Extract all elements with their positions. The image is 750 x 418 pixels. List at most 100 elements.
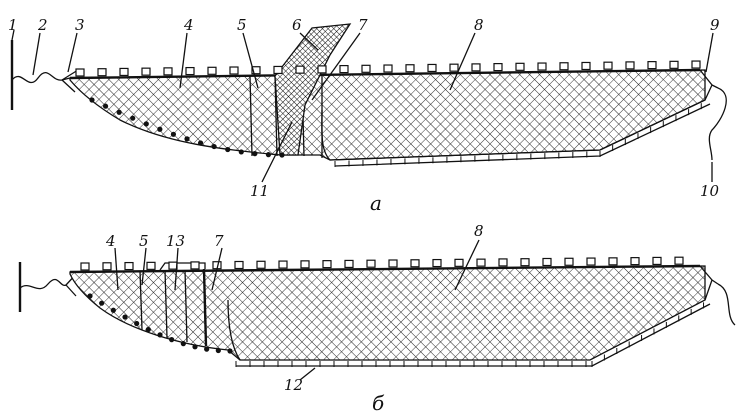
net-diagram-a: 1 2 3 4 5 6 7 8 9 11 10 а: [8, 16, 727, 215]
net-body-b: [69, 265, 706, 361]
float-marker: [234, 260, 244, 270]
float-marker: [476, 258, 486, 267]
float-marker: [97, 68, 107, 77]
float-marker: [102, 262, 112, 271]
sinker-marker: [227, 348, 233, 354]
label-13b: 13: [166, 232, 185, 250]
raised-section-b: [159, 262, 206, 271]
float-marker: [80, 262, 90, 271]
sinker-marker: [238, 149, 244, 155]
float-marker: [168, 261, 178, 270]
rope-a: [11, 72, 71, 84]
float-marker: [278, 260, 288, 269]
leader-9: [705, 32, 714, 73]
float-marker: [300, 260, 310, 269]
sinker-marker: [184, 136, 190, 142]
label-8: 8: [474, 16, 484, 34]
caption-a: а: [370, 191, 382, 215]
sinker-marker: [197, 140, 204, 146]
float-marker: [75, 68, 85, 77]
label-5: 5: [237, 16, 247, 34]
bridle-a: [61, 69, 79, 93]
float-marker: [124, 261, 134, 271]
label-5b: 5: [139, 232, 149, 250]
rope-b: [19, 278, 67, 290]
net-diagram-b: 4 5 13 7 8 12 б: [18, 222, 736, 415]
label-1: 1: [8, 16, 18, 34]
sinker-marker: [87, 293, 93, 299]
sinker-marker: [116, 109, 122, 115]
sinkers-b: [87, 293, 233, 354]
divider-5-b: [139, 270, 143, 331]
float-marker: [625, 61, 635, 70]
sinker-marker: [134, 320, 140, 327]
label-8b: 8: [474, 222, 484, 240]
float-marker: [190, 261, 200, 270]
float-marker: [344, 259, 354, 269]
label-7: 7: [358, 16, 368, 34]
float-marker: [454, 258, 464, 267]
sinker-marker: [252, 151, 258, 157]
sinker-marker: [143, 121, 149, 127]
divider-13-b: [164, 269, 168, 339]
float-marker: [295, 65, 305, 74]
label-10: 10: [700, 182, 720, 200]
sinker-marker: [145, 326, 151, 333]
codend-a: [699, 69, 719, 101]
sinker-marker: [89, 97, 95, 103]
float-marker: [559, 62, 569, 71]
leader-7b: [211, 247, 223, 291]
sinker-marker: [102, 103, 109, 109]
sinker-marker: [192, 344, 198, 350]
float-marker: [537, 62, 547, 71]
float-marker: [603, 61, 613, 70]
bottom-edge-b: [227, 299, 241, 361]
float-marker: [515, 62, 525, 71]
label-12b: 12: [284, 376, 303, 394]
float-marker: [185, 66, 195, 76]
leader-12b: [299, 367, 316, 381]
float-marker: [119, 67, 129, 77]
groundrope-ticks-b: [235, 302, 705, 367]
leader-6: [299, 32, 319, 51]
float-marker: [383, 64, 393, 73]
leader-8: [449, 32, 476, 91]
float-marker: [449, 63, 459, 72]
float-marker: [586, 257, 596, 266]
sinker-marker: [110, 307, 116, 313]
sinker-marker: [157, 126, 163, 132]
label-4b: 4: [105, 232, 116, 250]
tail-rope-b: [717, 283, 736, 326]
sinker-marker: [130, 115, 136, 121]
float-marker: [652, 256, 662, 266]
net-body-a: [69, 69, 706, 161]
headrope-a: [69, 68, 701, 80]
float-marker: [630, 257, 640, 266]
float-marker: [361, 64, 371, 73]
divider-7-b: [202, 268, 208, 347]
float-marker: [410, 259, 420, 268]
float-marker: [146, 261, 156, 270]
headrope-b: [69, 264, 701, 274]
float-marker: [141, 67, 151, 76]
float-marker: [251, 66, 261, 75]
sinker-marker: [170, 131, 177, 137]
float-marker: [564, 257, 574, 266]
divider-13b-b: [184, 269, 188, 343]
float-marker: [498, 258, 508, 267]
float-marker: [229, 66, 239, 75]
float-marker: [256, 260, 266, 269]
divider-5-a: [249, 75, 253, 157]
float-marker: [388, 259, 398, 268]
float-marker: [366, 259, 376, 268]
leader-13b: [174, 247, 179, 291]
tail-rope-a: [708, 87, 727, 161]
floats-a: [75, 60, 701, 77]
float-marker: [520, 258, 530, 267]
sinker-marker: [99, 300, 105, 306]
label-2: 2: [37, 16, 48, 34]
label-9: 9: [710, 16, 720, 34]
float-marker: [432, 258, 442, 268]
float-marker: [207, 66, 217, 75]
